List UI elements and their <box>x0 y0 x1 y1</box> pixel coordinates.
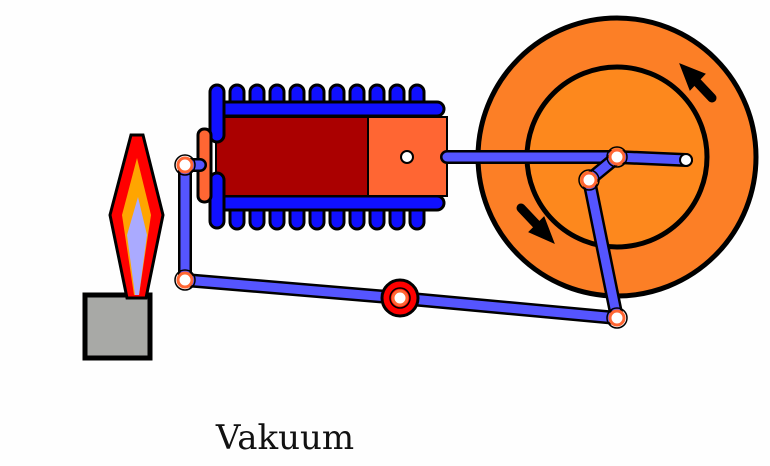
joint-pin <box>391 289 409 307</box>
joint-pin <box>176 271 194 289</box>
joint-outline <box>174 154 196 176</box>
joint-pin <box>580 171 598 189</box>
piston-pin <box>400 150 414 164</box>
joint-pin <box>176 156 194 174</box>
caption-label: Vakuum <box>215 418 355 458</box>
cylinder-jacket-top <box>212 100 446 118</box>
joint-outline <box>389 287 411 309</box>
joints <box>174 146 628 329</box>
rotation-arrow-icon <box>516 203 555 244</box>
joint-outline <box>174 269 196 291</box>
crank-pin <box>679 153 693 167</box>
joint-pin <box>608 309 626 327</box>
piston-rod <box>440 150 693 167</box>
cylinder-chamber <box>215 116 369 197</box>
joint-pin <box>608 148 626 166</box>
burner <box>82 292 153 361</box>
flame-icon <box>108 133 165 300</box>
cylinder-jacket-bottom <box>212 194 446 212</box>
joint-outline <box>606 307 628 329</box>
rotation-arrow-icon <box>679 63 717 103</box>
joint-outline <box>578 169 600 191</box>
cylinder-head-upper <box>208 83 226 144</box>
joint-outline <box>606 146 628 168</box>
